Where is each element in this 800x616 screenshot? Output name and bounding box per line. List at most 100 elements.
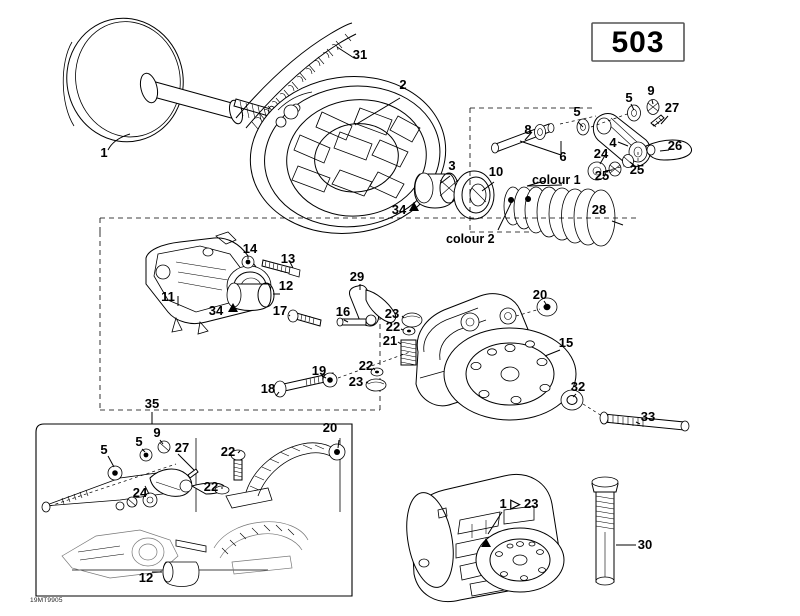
assembly-hub-inner [489, 538, 551, 582]
bolt-33-tip [680, 420, 690, 432]
leader-19 [321, 375, 327, 379]
inset-leader-27b [177, 453, 195, 471]
leader-15 [544, 349, 561, 357]
spring-colour-dot-2 [525, 196, 532, 202]
leader-4 [617, 141, 629, 147]
leader-23b [365, 381, 369, 384]
screw-13-head [288, 266, 301, 278]
leader-21 [397, 341, 402, 345]
inset-bp-belt-top [213, 521, 309, 549]
governor-flange-inner [465, 342, 555, 406]
inset-roller-20b-bore [334, 449, 340, 455]
part-washer-19 [321, 351, 411, 388]
inset-pin-27b [187, 468, 199, 479]
leader-34b [228, 308, 233, 312]
screw-17-head [287, 309, 299, 323]
housing-hole [202, 247, 214, 257]
governor-flange-holes [470, 340, 551, 404]
spring-coil-8 [586, 189, 616, 247]
part-washer-14 [241, 255, 255, 269]
bearing-mid-ring [461, 176, 491, 214]
callout-9b: 9 [153, 425, 160, 440]
spring-coils [503, 186, 616, 247]
bolt-33-head [599, 411, 609, 425]
pulley-boss-a [275, 116, 287, 128]
callout-22b: 22 [359, 358, 373, 373]
callout-10: 10 [489, 164, 503, 179]
inset-belt-inner [257, 452, 335, 497]
bolt-18-head [273, 380, 287, 398]
inset-leader-20b [337, 439, 340, 449]
callout-33: 33 [641, 409, 655, 424]
bolt-30-tip [595, 576, 615, 586]
inset-bushing-24b-bore [146, 496, 154, 504]
governor-pivot-b-bore [504, 312, 512, 320]
callout-28: 28 [592, 202, 606, 217]
pulley-cooling-fins [291, 107, 421, 199]
leader-17 [288, 314, 291, 317]
assembly-hub-center [512, 554, 528, 566]
leader-25a [604, 169, 613, 172]
callout-12: 12 [279, 278, 293, 293]
part-roller-20a [515, 297, 558, 317]
inset-lever-eye [179, 479, 193, 493]
belt-outer-edge [235, 22, 353, 119]
governor-pivot-a-bore [465, 317, 475, 327]
assembly-hub-holes [495, 541, 546, 581]
sheave-rim-back [62, 41, 75, 127]
leader-28 [611, 220, 624, 226]
inset-spring-22c-coils [233, 462, 243, 478]
pin-16-head [336, 317, 344, 327]
callout-22a: 22 [386, 319, 400, 334]
callout-20a: 20 [533, 287, 547, 302]
callout-15: 15 [559, 335, 573, 350]
callout-22d: 22 [204, 479, 218, 494]
callout-31: 31 [353, 47, 367, 62]
leader-16 [343, 319, 349, 323]
spacer-left-face [414, 172, 434, 204]
leader-5a [577, 121, 584, 128]
inset-leader-5c [107, 455, 115, 468]
leader-25b [629, 161, 635, 166]
leader-colour1-b [526, 184, 563, 187]
callout-5a: 5 [573, 104, 580, 119]
part-drive-belt [235, 22, 357, 130]
leader-2 [354, 97, 401, 126]
callout-3: 3 [448, 158, 455, 173]
pulley-hub-circle [314, 123, 399, 193]
inset-bp-belt-bottom [219, 533, 303, 559]
leader-20a [543, 300, 547, 305]
inset-nut-25d [115, 501, 125, 511]
group-upper-linkage [469, 99, 692, 233]
part-assembled-pulley [406, 474, 565, 602]
title-block: 503 [591, 22, 685, 62]
callout-19: 19 [312, 363, 326, 378]
housing-tab [215, 231, 237, 245]
callout-14: 14 [243, 241, 258, 256]
part-governor-cup [415, 293, 577, 421]
inset-panel-35 [35, 412, 353, 597]
axis-19 [337, 351, 411, 379]
bearing-inner-race [469, 183, 487, 207]
callout-layer: 1 2 3 4 5 5 6 8 9 10 11 12 13 14 15 16 1… [100, 47, 682, 585]
bushing-24-bore [592, 166, 602, 176]
washer-22b-bore [375, 370, 379, 374]
inset-sub-linkage [41, 439, 226, 513]
footer-drawing-code: 19MT9905 [30, 597, 63, 604]
part-bearing [453, 170, 495, 220]
callout-34a: 34 [392, 202, 407, 217]
pulley-shell-rim [264, 85, 441, 228]
housing-boss [155, 264, 171, 280]
lever-29-eye [365, 314, 377, 326]
inset-housing-outline [61, 529, 179, 579]
bushing-12-left [226, 282, 242, 308]
part-pin-16 [336, 317, 367, 327]
leader-24 [599, 151, 608, 165]
inset-bp-plate [231, 555, 293, 575]
bushing-12-right [257, 282, 275, 308]
leader-27 [660, 115, 669, 125]
assembly-boss [418, 558, 430, 568]
callout-25b: 25 [630, 162, 644, 177]
leader-5b [630, 103, 635, 111]
part-bushing-12 [226, 282, 280, 311]
